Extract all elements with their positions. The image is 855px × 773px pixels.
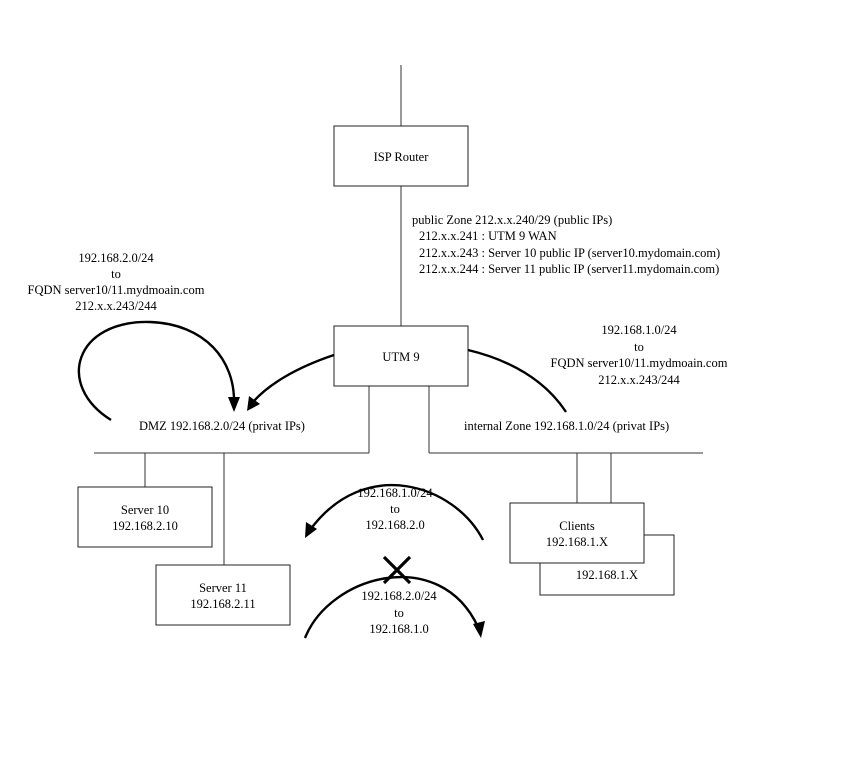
internal-fqdn-target: FQDN server10/11.mydmoain.com xyxy=(551,356,728,370)
internal-to-utm-arrow xyxy=(467,348,568,413)
internal-to-dmz-target: 192.168.2.0 xyxy=(365,518,424,532)
public-zone-line-3: 212.x.x.244 : Server 11 public IP (serve… xyxy=(419,262,719,276)
server11-name: Server 11 xyxy=(199,581,247,595)
server10-node: Server 10 192.168.2.10 xyxy=(77,486,213,548)
public-zone-line-2: 212.x.x.243 : Server 10 public IP (serve… xyxy=(419,246,720,260)
public-zone-info: public Zone 212.x.x.240/29 (public IPs) … xyxy=(412,213,720,276)
internal-to-dmz-source: 192.168.1.0/24 xyxy=(357,486,433,500)
dmz-to-internal-target: 192.168.1.0 xyxy=(369,622,428,636)
dmz-to-internal-source: 192.168.2.0/24 xyxy=(361,589,437,603)
blocked-cross-icon xyxy=(382,555,412,585)
public-zone-title: public Zone 212.x.x.240/29 (public IPs) xyxy=(412,213,612,227)
dmz-loop-target-ip: 212.x.x.243/244 xyxy=(75,299,157,313)
clients-ip: 192.168.1.X xyxy=(546,535,608,549)
server10-name: Server 10 xyxy=(121,503,169,517)
isp-router-node: ISP Router xyxy=(333,125,469,187)
dmz-to-internal-to: to xyxy=(394,606,404,620)
internal-fqdn-target-ip: 212.x.x.243/244 xyxy=(598,373,680,387)
dmz-loop-target: FQDN server10/11.mydmoain.com xyxy=(28,283,205,297)
isp-router-label: ISP Router xyxy=(374,150,430,164)
internal-to-dmz-to: to xyxy=(390,502,400,516)
server10-ip: 192.168.2.10 xyxy=(112,519,178,533)
server11-node: Server 11 192.168.2.11 xyxy=(155,564,291,626)
server11-ip: 192.168.2.11 xyxy=(190,597,255,611)
clients-name: Clients xyxy=(559,519,595,533)
dmz-loop-arrow xyxy=(77,320,240,422)
internal-to-dmz-flow-label: 192.168.1.0/24 to 192.168.2.0 xyxy=(357,486,433,532)
dmz-loop-flow-label: 192.168.2.0/24 to FQDN server10/11.mydmo… xyxy=(28,251,205,313)
dmz-zone-label: DMZ 192.168.2.0/24 (privat IPs) xyxy=(139,419,305,433)
utm-node: UTM 9 xyxy=(333,325,469,387)
utm-to-dmz-arrow xyxy=(247,353,335,411)
dmz-to-internal-flow-label: 192.168.2.0/24 to 192.168.1.0 xyxy=(361,589,437,636)
public-zone-line-1: 212.x.x.241 : UTM 9 WAN xyxy=(419,229,557,243)
internal-fqdn-to: to xyxy=(634,340,644,354)
internal-fqdn-flow-label: 192.168.1.0/24 to FQDN server10/11.mydmo… xyxy=(551,323,728,387)
dmz-loop-source: 192.168.2.0/24 xyxy=(78,251,154,265)
clients-ip-2: 192.168.1.X xyxy=(576,568,638,582)
dmz-loop-to: to xyxy=(111,267,121,281)
utm-label: UTM 9 xyxy=(382,350,419,364)
clients-node: 192.168.1.X Clients 192.168.1.X xyxy=(509,502,675,596)
clients-front-box xyxy=(509,502,645,564)
internal-zone-label: internal Zone 192.168.1.0/24 (privat IPs… xyxy=(464,419,669,433)
internal-to-dmz-arrow xyxy=(305,483,485,541)
internal-fqdn-source: 192.168.1.0/24 xyxy=(601,323,677,337)
